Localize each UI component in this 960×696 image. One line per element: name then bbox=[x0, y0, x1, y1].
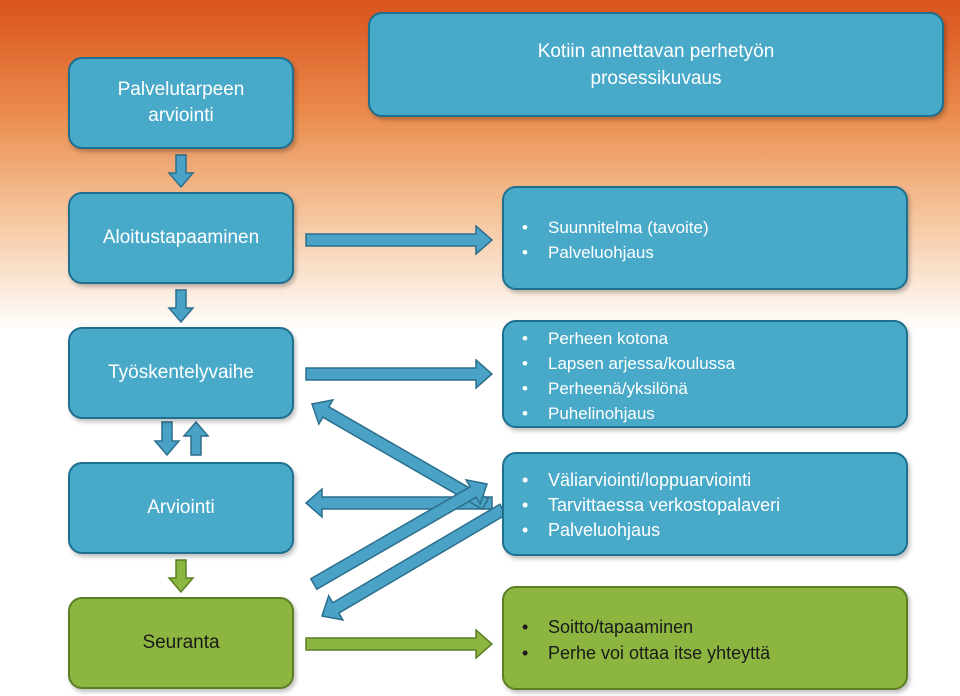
arrow-down-1 bbox=[167, 154, 195, 189]
arrow-diagonal-to-valiarviointi bbox=[309, 478, 488, 591]
arrow-diagonal-to-tyoskentely bbox=[311, 398, 490, 511]
title-box: Kotiin annettavan perhetyön prosessikuva… bbox=[368, 12, 944, 117]
step-aloitus-box: Aloitustapaaminen bbox=[68, 192, 294, 284]
panel-soitto: Soitto/tapaaminen Perhe voi ottaa itse y… bbox=[502, 586, 908, 690]
arrow-left-arviointi bbox=[304, 487, 493, 519]
panel-soitto-item: Perhe voi ottaa itse yhteyttä bbox=[522, 640, 770, 666]
arrow-up-1 bbox=[182, 420, 210, 456]
arrow-down-3 bbox=[153, 421, 181, 457]
panel-valiarviointi-item: Palveluohjaus bbox=[522, 518, 780, 543]
panel-perheen-item: Perheenä/yksilönä bbox=[522, 376, 735, 401]
panel-valiarviointi: Väliarviointi/loppuarviointi Tarvittaess… bbox=[502, 452, 908, 556]
step-arviointi-box: Arviointi bbox=[68, 462, 294, 554]
panel-perheen: Perheen kotona Lapsen arjessa/koulussa P… bbox=[502, 320, 908, 428]
step-tyoskentely-label: Työskentelyvaihe bbox=[108, 362, 254, 383]
panel-perheen-item: Lapsen arjessa/koulussa bbox=[522, 351, 735, 376]
panel-valiarviointi-item: Tarvittaessa verkostopalaveri bbox=[522, 493, 780, 518]
arrow-right-2 bbox=[305, 358, 494, 390]
step-arviointi-label: Arviointi bbox=[147, 497, 215, 518]
panel-suunnitelma-item: Palveluohjaus bbox=[522, 240, 709, 265]
arrow-right-seuranta bbox=[305, 628, 494, 660]
panel-perheen-item: Perheen kotona bbox=[522, 326, 735, 351]
step-palvelutarve-label: Palvelutarpeen arviointi bbox=[117, 79, 245, 126]
arrow-down-2 bbox=[167, 289, 195, 324]
arrow-right-1 bbox=[305, 224, 494, 256]
step-tyoskentely-box: Työskentelyvaihe bbox=[68, 327, 294, 419]
arrow-down-green bbox=[167, 559, 195, 594]
step-palvelutarve-box: Palvelutarpeen arviointi bbox=[68, 57, 294, 149]
diagram-title: Kotiin annettavan perhetyön prosessikuva… bbox=[537, 40, 775, 89]
panel-soitto-item: Soitto/tapaaminen bbox=[522, 614, 770, 640]
step-aloitus-label: Aloitustapaaminen bbox=[102, 227, 260, 248]
panel-valiarviointi-item: Väliarviointi/loppuarviointi bbox=[522, 468, 780, 493]
panel-suunnitelma: Suunnitelma (tavoite) Palveluohjaus bbox=[502, 186, 908, 290]
panel-suunnitelma-item: Suunnitelma (tavoite) bbox=[522, 215, 709, 240]
step-seuranta-box: Seuranta bbox=[68, 597, 294, 689]
step-seuranta-label: Seuranta bbox=[142, 632, 220, 653]
panel-perheen-item: Puhelinohjaus bbox=[522, 401, 735, 426]
